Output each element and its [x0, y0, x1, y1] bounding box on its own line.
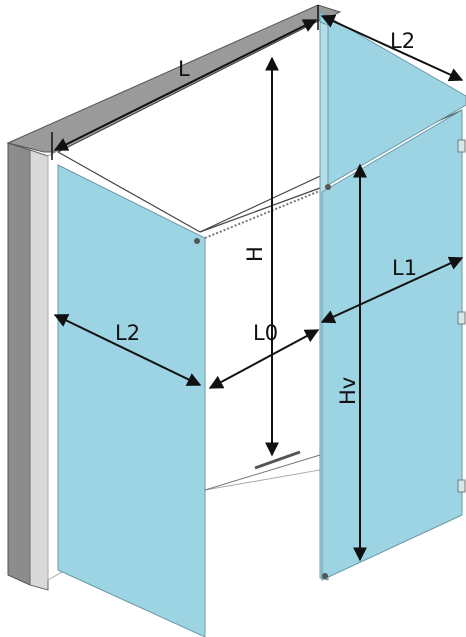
dim-line-L2-left — [53, 314, 202, 386]
dim-line-L0 — [208, 329, 320, 389]
dim-line-L — [53, 19, 318, 151]
label-L2-left: L2 — [115, 321, 140, 345]
label-H: H — [243, 246, 267, 262]
right-door-panel — [321, 109, 463, 581]
door-fixing-top — [325, 184, 331, 190]
left-panel-fixing — [194, 238, 200, 244]
door-bottom-rail-2 — [254, 450, 301, 470]
door-bottom-rail — [204, 454, 321, 491]
hinge-bottom — [457, 479, 466, 493]
label-Hv: Hv — [336, 377, 360, 405]
door-rail — [204, 189, 323, 239]
label-L2-top: L2 — [390, 29, 415, 53]
dim-line-L2-top — [320, 14, 464, 82]
dimension-lines — [51, 5, 464, 562]
hinge-top — [457, 139, 466, 153]
left-glass-panel — [57, 164, 206, 637]
label-L: L — [178, 57, 190, 81]
label-L1: L1 — [392, 256, 417, 280]
dim-line-L1 — [320, 256, 464, 324]
wall-side — [7, 142, 31, 586]
door-fixing-bottom — [322, 573, 328, 579]
wall-face — [29, 149, 49, 591]
label-L0: L0 — [253, 321, 278, 345]
hinge-middle — [457, 311, 466, 325]
